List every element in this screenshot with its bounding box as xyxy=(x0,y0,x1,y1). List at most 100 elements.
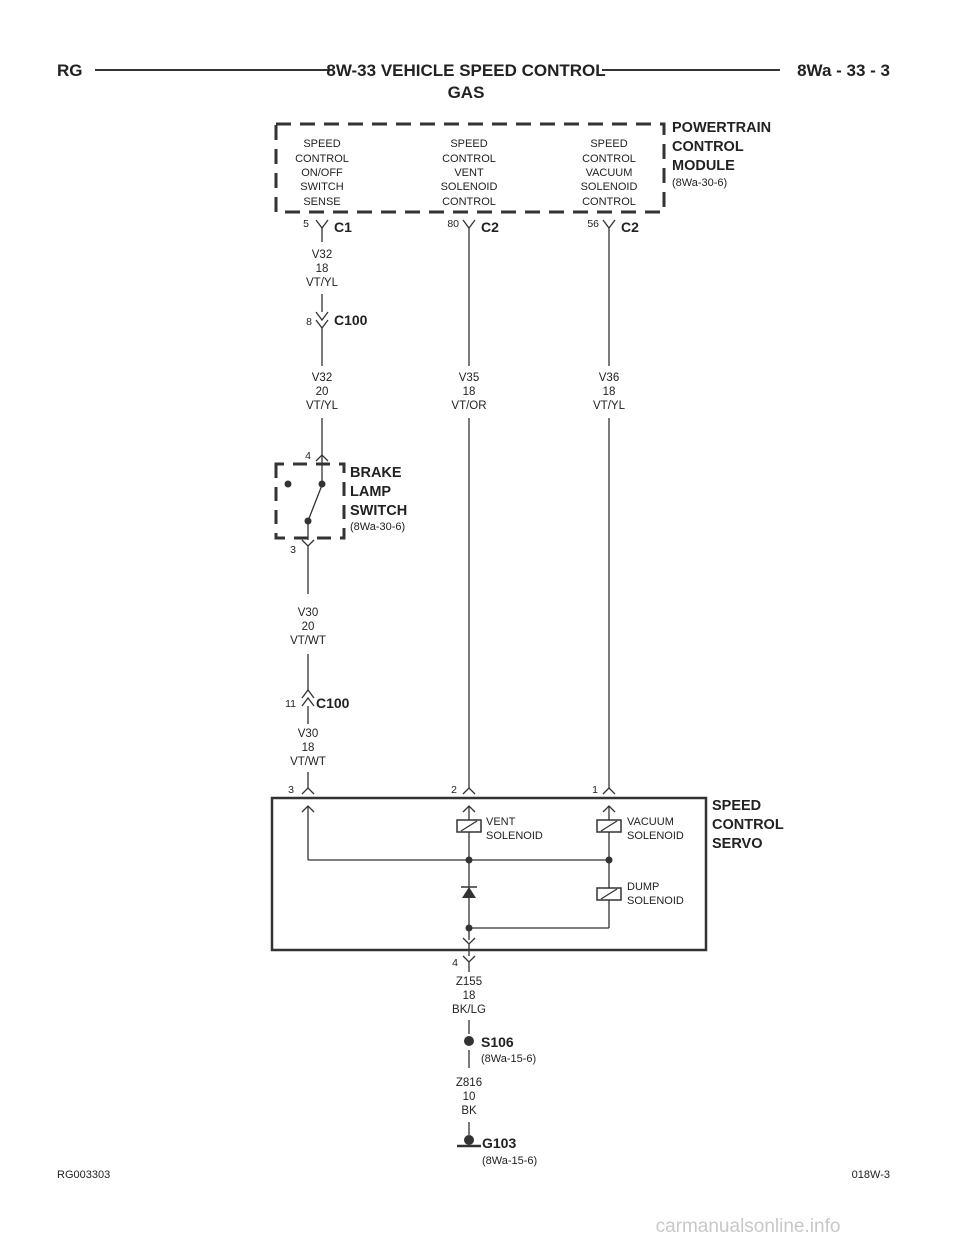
wire-label-color: VT/WT xyxy=(290,635,326,647)
ground-g103-label: G103 xyxy=(482,1135,516,1151)
pcm-circuit-text: CONTROL xyxy=(442,196,496,208)
brake-switch-dashed-box xyxy=(274,462,346,540)
pcm-pin-5-terminal xyxy=(315,219,329,230)
wire-label-gauge: 18 xyxy=(463,990,476,1002)
wire-label-gauge: 18 xyxy=(316,263,329,275)
servo-name-3: SERVO xyxy=(712,836,763,852)
servo-pin-2: 2 xyxy=(451,784,457,796)
pcm-circuit-text: SOLENOID xyxy=(581,181,638,193)
wire-label-gauge: 18 xyxy=(302,742,315,754)
brake-switch-name-3: SWITCH xyxy=(350,503,407,519)
wire-label-color: VT/YL xyxy=(593,400,626,412)
pcm-circuit-text: ON/OFF xyxy=(301,167,343,179)
wire-label-color: VT/WT xyxy=(290,756,326,768)
wire-label-gauge: 20 xyxy=(302,621,315,633)
powertrain-control-module: POWERTRAIN CONTROL MODULE (8Wa-30-6) SPE… xyxy=(274,120,771,235)
circuit-v32-v30: V32 18 VT/YL 8 C100 V32 20 VT/YL 4 3 BRA… xyxy=(274,228,407,788)
wire-label-color: VT/YL xyxy=(306,400,339,412)
servo-box xyxy=(270,796,708,952)
wire-label-color: BK xyxy=(461,1105,477,1117)
watermark: carmanualsonline.info xyxy=(656,1216,841,1237)
header-subtitle: GAS xyxy=(448,83,485,102)
footer-right: 018W-3 xyxy=(852,1169,890,1181)
pcm-circuit-label-vent: SPEED CONTROL VENT SOLENOID CONTROL xyxy=(441,138,498,208)
splice-s106-ref: (8Wa-15-6) xyxy=(481,1053,536,1065)
ground-g103-icon xyxy=(464,1135,474,1145)
servo-junction xyxy=(465,924,473,932)
dump-solenoid-label-2: SOLENOID xyxy=(627,895,684,907)
wire-label-v36: V36 xyxy=(599,372,619,384)
vent-solenoid-label-1: VENT xyxy=(486,816,516,828)
brake-switch-name-2: LAMP xyxy=(350,484,391,500)
vent-solenoid-label-2: SOLENOID xyxy=(486,830,543,842)
pcm-circuit-text: SWITCH xyxy=(300,181,343,193)
servo-pin-3-terminal xyxy=(301,787,315,795)
vacuum-solenoid-slash xyxy=(600,820,618,832)
brake-switch-pin-4: 4 xyxy=(305,450,311,462)
pcm-circuit-text: SOLENOID xyxy=(441,181,498,193)
pcm-pin-80-terminal xyxy=(462,219,476,230)
switch-contact xyxy=(318,480,326,488)
circuit-v35: V35 18 VT/OR xyxy=(451,228,487,788)
pcm-circuit-label-on-off: SPEED CONTROL ON/OFF SWITCH SENSE xyxy=(295,138,349,208)
pcm-circuit-text: VENT xyxy=(454,167,484,179)
pcm-name-3: MODULE xyxy=(672,158,735,174)
pcm-circuit-text: CONTROL xyxy=(582,153,636,165)
servo-pin-4: 4 xyxy=(452,957,458,969)
pcm-pin-56-terminal xyxy=(602,219,616,230)
pcm-pin-5: 5 xyxy=(303,218,309,230)
wire-label-color: BK/LG xyxy=(452,1004,486,1016)
speed-control-servo: SPEED CONTROL SERVO 3 2 1 VENT SOLENOID … xyxy=(270,784,784,969)
servo-pin-3: 3 xyxy=(288,784,294,796)
pcm-connector-c1: C1 xyxy=(334,219,352,235)
c100-label-bottom: C100 xyxy=(316,695,350,711)
vacuum-solenoid-label-2: SOLENOID xyxy=(627,830,684,842)
circuit-v36: V36 18 VT/YL xyxy=(593,228,626,788)
wire-label-color: VT/YL xyxy=(306,277,339,289)
header-right: 8Wa - 33 - 3 xyxy=(797,61,890,80)
wire-label-color: VT/OR xyxy=(451,400,486,412)
servo-name-1: SPEED xyxy=(712,798,761,814)
pcm-name-1: POWERTRAIN xyxy=(672,120,771,136)
pcm-circuit-text: CONTROL xyxy=(582,196,636,208)
pcm-connector-c2-a: C2 xyxy=(481,219,499,235)
pcm-circuit-text: SENSE xyxy=(303,196,340,208)
pcm-circuit-text: SPEED xyxy=(450,138,487,150)
splice-s106 xyxy=(464,1036,474,1046)
wire-label-z816: Z816 xyxy=(456,1077,482,1089)
footer-left: RG003303 xyxy=(57,1169,110,1181)
brake-switch-name-1: BRAKE xyxy=(350,465,402,481)
servo-junction xyxy=(465,856,473,864)
servo-pin-2-terminal xyxy=(462,787,476,795)
c100-pin-11-connector xyxy=(301,688,315,707)
wire-label-z155: Z155 xyxy=(456,976,482,988)
wire-label-gauge: 10 xyxy=(463,1091,476,1103)
pcm-circuit-text: CONTROL xyxy=(295,153,349,165)
pcm-circuit-text: CONTROL xyxy=(442,153,496,165)
dump-solenoid-label-1: DUMP xyxy=(627,881,659,893)
c100-pin-11: 11 xyxy=(285,698,296,710)
servo-junction xyxy=(605,856,613,864)
pcm-circuit-text: VACUUM xyxy=(586,167,633,179)
vacuum-solenoid-label-1: VACUUM xyxy=(627,816,674,828)
header-title: 8W-33 VEHICLE SPEED CONTROL xyxy=(326,61,605,80)
diode-icon xyxy=(462,887,476,898)
pcm-circuit-label-vacuum: SPEED CONTROL VACUUM SOLENOID CONTROL xyxy=(581,138,638,208)
wire-label-gauge: 20 xyxy=(316,386,329,398)
pcm-name-2: CONTROL xyxy=(672,139,744,155)
wire-label-v30: V30 xyxy=(298,728,318,740)
pcm-circuit-text: SPEED xyxy=(303,138,340,150)
switch-blade xyxy=(307,484,323,522)
wire-label-gauge: 18 xyxy=(603,386,616,398)
pcm-pin-56: 56 xyxy=(587,218,599,230)
c100-label-top: C100 xyxy=(334,312,368,328)
servo-name-2: CONTROL xyxy=(712,817,784,833)
brake-switch-pin-3: 3 xyxy=(290,544,296,556)
wire-label-v32: V32 xyxy=(312,372,332,384)
pcm-ref: (8Wa-30-6) xyxy=(672,177,727,189)
page-header: RG 8W-33 VEHICLE SPEED CONTROL 8Wa - 33 … xyxy=(57,61,890,102)
ground-g103-ref: (8Wa-15-6) xyxy=(482,1155,537,1167)
c100-pin-8: 8 xyxy=(306,316,312,328)
servo-pin-1: 1 xyxy=(592,784,598,796)
